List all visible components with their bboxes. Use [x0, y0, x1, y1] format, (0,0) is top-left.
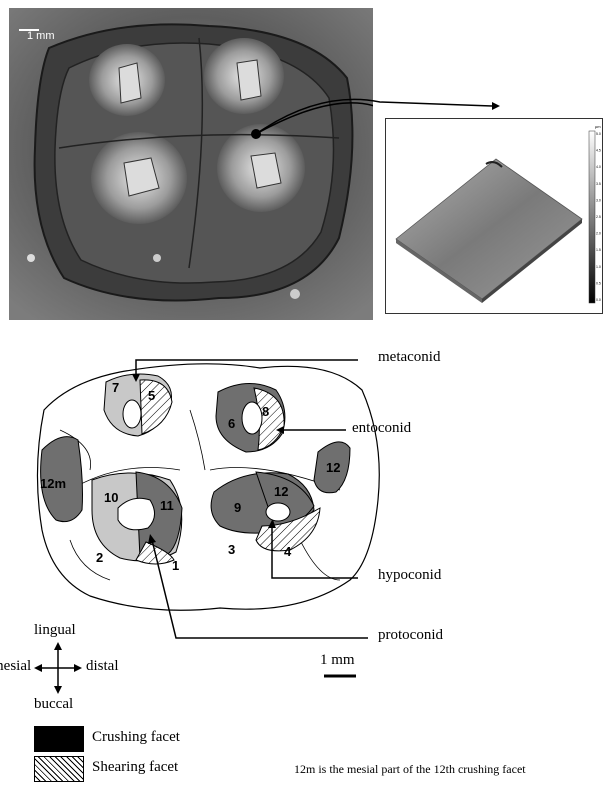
facet-schematic: 7 5 6 8 12m 10 11 9 12 12 2 1 3 4 metaco… [0, 330, 605, 782]
inset-unit: µm [595, 124, 601, 129]
surface-plot-inset: µm 5.0 4.5 4.0 3.5 3.0 2.5 2.0 1.5 1.0 0.5 0.0 [385, 118, 603, 314]
inset-tick-label: 1.0 [596, 265, 601, 269]
inset-tick-label: 2.5 [596, 215, 601, 219]
label-mesial: mesial [0, 658, 31, 675]
inset-tick-label: 0.5 [596, 281, 601, 285]
label-protoconid: protoconid [378, 627, 443, 644]
inset-tick-label: 2.0 [596, 232, 601, 236]
facet-label-12-hypoconid: 12 [274, 484, 288, 499]
facet-label-2: 2 [96, 550, 103, 565]
color-scale-bar [589, 131, 595, 303]
inset-tick-label: 4.5 [596, 149, 601, 153]
label-lingual: lingual [34, 622, 76, 639]
facet-label-1: 1 [172, 558, 179, 573]
legend-shearing-label: Shearing facet [92, 759, 178, 776]
legend-crushing-swatch [34, 726, 84, 752]
facet-label-11: 11 [160, 498, 174, 513]
schematic-scale-label: 1 mm [320, 652, 355, 669]
facet-label-3: 3 [228, 542, 235, 557]
inset-tick-label: 1.5 [596, 248, 601, 252]
label-hypoconid: hypoconid [378, 567, 441, 584]
facet-label-6: 6 [228, 416, 235, 431]
inset-tick-label: 4.0 [596, 165, 601, 169]
legend-shearing-swatch [34, 756, 84, 782]
legend-crushing-label: Crushing facet [92, 729, 180, 746]
facet-label-4: 4 [284, 544, 292, 559]
label-metaconid: metaconid [378, 349, 440, 366]
facet-label-5: 5 [148, 388, 155, 403]
inset-tick-label: 3.0 [596, 198, 601, 202]
facet-label-7: 7 [112, 380, 119, 395]
facet-label-10: 10 [104, 490, 118, 505]
facet-label-12-distal: 12 [326, 460, 340, 475]
label-entoconid: entoconid [352, 420, 411, 437]
label-buccal: buccal [34, 696, 73, 713]
facet-label-12m: 12m [40, 476, 66, 491]
surface-mesh [396, 159, 582, 299]
note-12m: 12m is the mesial part of the 12th crush… [294, 762, 526, 777]
inset-tick-label: 0.0 [596, 298, 601, 302]
inset-tick-label: 5.0 [596, 132, 601, 136]
inset-tick-label: 3.5 [596, 182, 601, 186]
label-distal: distal [86, 658, 119, 675]
facet-label-9: 9 [234, 500, 241, 515]
facet-label-8: 8 [262, 404, 269, 419]
